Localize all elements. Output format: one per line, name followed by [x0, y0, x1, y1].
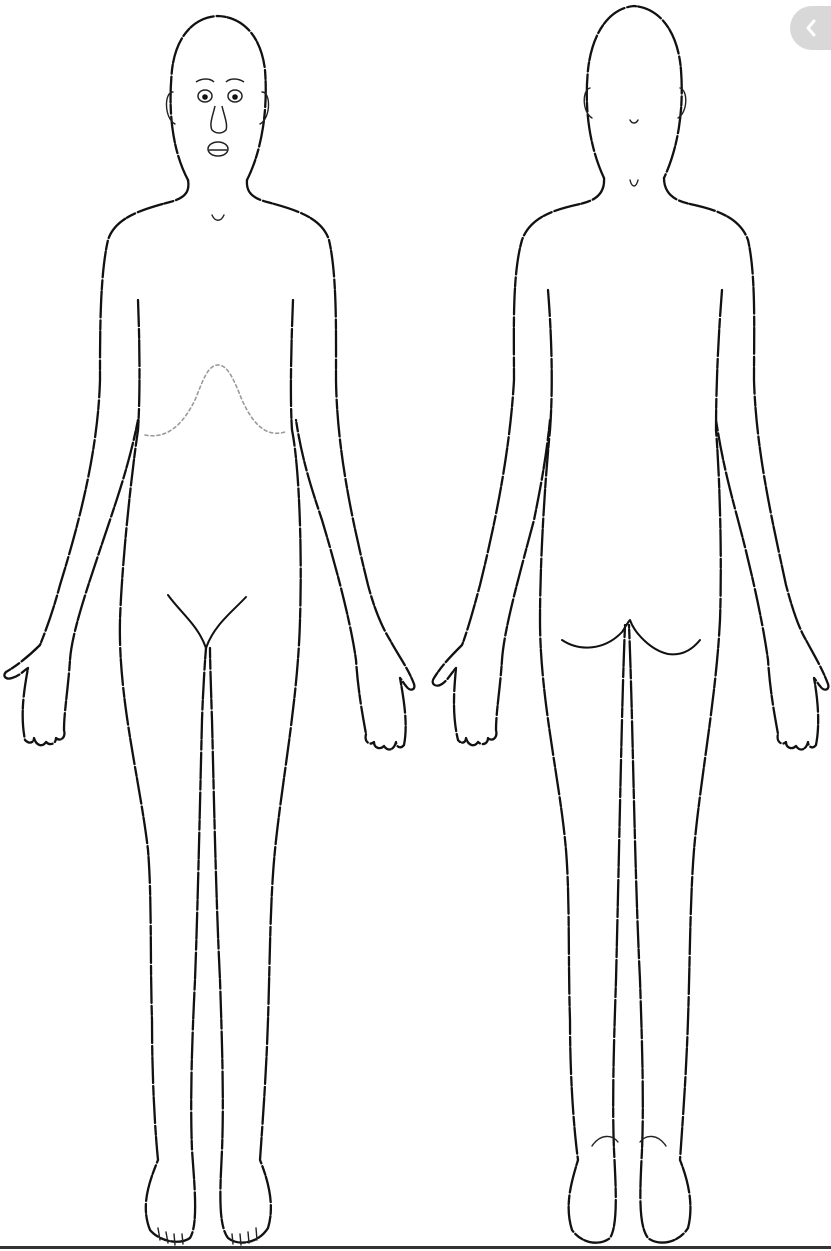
back-torso-left: [540, 290, 625, 1243]
back-outline-right: [664, 178, 828, 749]
back-view-figure: [433, 6, 829, 1243]
ground-line: [0, 1246, 831, 1249]
back-nav-button[interactable]: [790, 6, 831, 50]
back-neck-mark: [630, 180, 638, 186]
front-ear-right: [260, 92, 269, 124]
back-heel-right: [640, 1136, 666, 1146]
front-view-figure: [4, 16, 414, 1245]
back-outline-left: [433, 178, 604, 745]
front-face: [196, 79, 244, 156]
front-rib-line: [145, 365, 285, 436]
front-groin-line: [168, 595, 246, 648]
front-outline-right: [247, 180, 415, 749]
front-torso-right: [210, 300, 301, 1243]
back-head: [587, 6, 682, 178]
front-outline-left: [4, 180, 188, 745]
front-neck-notch: [212, 215, 224, 220]
chevron-left-icon: [804, 19, 818, 37]
back-skull-mark: [630, 120, 638, 123]
back-ear-left: [584, 88, 592, 118]
back-torso-right: [629, 290, 722, 1243]
